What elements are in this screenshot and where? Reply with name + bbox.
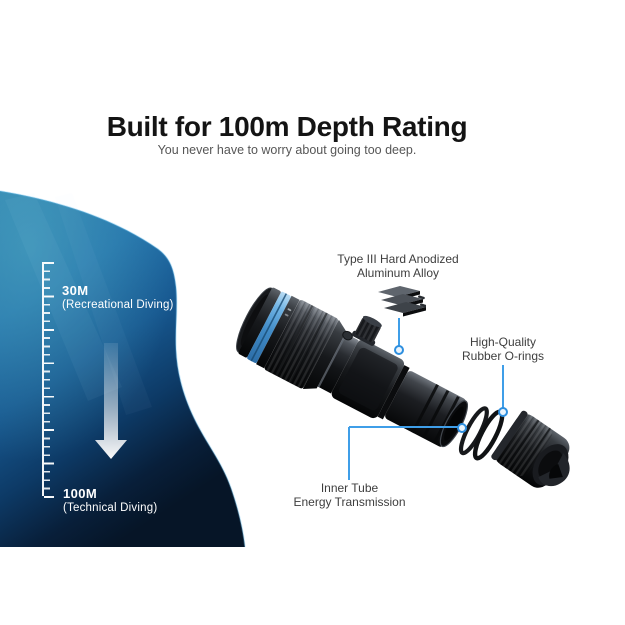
annotation-line2: Energy Transmission (293, 494, 406, 509)
annotation-dot (394, 345, 404, 355)
depth-arrow-icon (95, 343, 127, 459)
annotation-leader-line (502, 365, 504, 409)
annotation-leader-line (348, 427, 350, 480)
flashlight-body (236, 287, 570, 488)
light-ray (55, 193, 152, 415)
annotation-line1: Inner Tube (320, 481, 379, 495)
dive-flashlight-illustration (236, 287, 570, 488)
depth-mark-100m: 100M (Technical Diving) (63, 487, 157, 515)
light-ray (5, 193, 122, 401)
annotation-leader-line (349, 426, 461, 428)
side-button (342, 330, 353, 341)
page-title: Built for 100m Depth Rating (106, 110, 468, 142)
control-knob (352, 315, 382, 346)
page-subtitle: You never have to worry about going too … (157, 143, 417, 157)
depth-value: 30M (62, 283, 89, 298)
bezel-markings (287, 308, 292, 312)
flashlight-head (236, 287, 347, 389)
depth-category: (Technical Diving) (63, 502, 158, 514)
depth-ruler (42, 262, 56, 498)
ruler-line (42, 262, 44, 496)
ocean-shape (0, 190, 246, 548)
depth-category: (Recreational Diving) (62, 299, 174, 311)
annotation-line1: Type III Hard Anodized (337, 252, 459, 266)
depth-mark-30m: 30M (Recreational Diving) (62, 284, 174, 312)
annotation-leader-line (398, 318, 400, 347)
flashlight-control-section (317, 315, 405, 419)
annotation-inner-tube: Inner Tube Energy Transmission (277, 481, 422, 509)
annotation-dot (498, 407, 508, 417)
tail-cap (491, 410, 570, 488)
ruler-major-ticks (44, 262, 54, 498)
annotation-line1: High-Quality (469, 335, 537, 349)
annotation-dot (457, 423, 467, 433)
depth-value: 100M (63, 486, 98, 501)
annotation-aluminum-alloy: Type III Hard Anodized Aluminum Alloy (313, 252, 483, 280)
heatsink-fins-icon (378, 286, 426, 317)
annotation-rubber-orings: High-Quality Rubber O-rings (433, 335, 573, 363)
annotation-line2: Rubber O-rings (461, 348, 545, 363)
annotation-line2: Aluminum Alloy (356, 265, 440, 280)
